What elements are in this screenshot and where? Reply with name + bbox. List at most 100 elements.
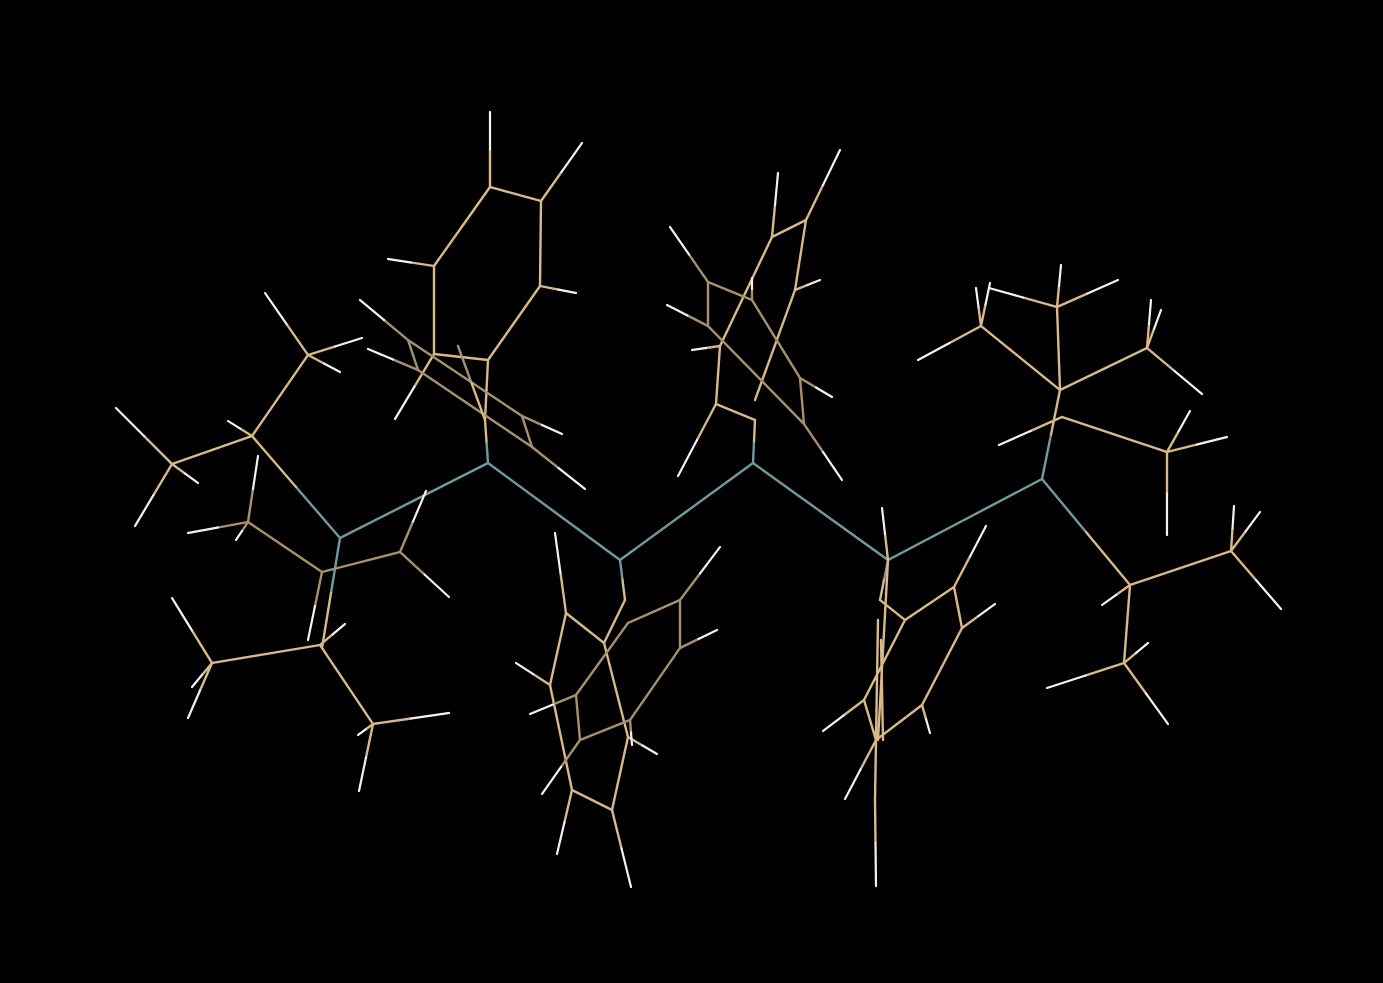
bond-111-b: [968, 524, 988, 558]
bond-48-b: [366, 347, 395, 361]
bond-26-b: [186, 689, 202, 720]
bond-116-a: [881, 558, 890, 652]
bond-90-b: [555, 820, 566, 856]
bond-143-b: [1231, 504, 1236, 530]
bond-10-b: [752, 418, 757, 443]
bond-67-b: [821, 148, 842, 187]
bond-47-a: [382, 318, 410, 342]
bond-60-a: [734, 410, 757, 422]
bond-26-a: [198, 661, 214, 692]
bond-130-a: [1055, 292, 1089, 309]
bond-122-b: [1055, 305, 1060, 350]
bond-33-a: [432, 225, 464, 268]
bond-47-b: [358, 298, 386, 322]
bond-64-a: [799, 218, 808, 257]
bond-105-a: [903, 602, 931, 622]
bond-144-b: [1134, 641, 1150, 655]
bond-78-a: [802, 422, 825, 454]
bond-101-a: [551, 693, 578, 706]
bond-98-b: [603, 718, 632, 732]
bond-117-b: [880, 506, 887, 536]
bond-57-a: [246, 487, 255, 524]
bond-83-a: [556, 611, 568, 651]
bond-95-b: [628, 682, 657, 722]
bond-67-a: [804, 183, 825, 222]
bond-24-a: [318, 633, 334, 647]
bond-18-b: [114, 406, 146, 438]
bond-8-b: [1084, 530, 1132, 587]
bond-140-b: [1100, 593, 1118, 607]
bond-51-b: [470, 381, 487, 422]
bond-100-a: [678, 637, 700, 650]
bond-105-b: [928, 585, 956, 605]
bond-107-a: [940, 626, 964, 668]
bond-70-a: [704, 344, 722, 350]
bond-45-b: [520, 414, 529, 433]
bond-78-b: [821, 450, 844, 482]
bond-53-b: [359, 550, 402, 564]
bond-144-a: [1122, 651, 1138, 665]
bond-63-a: [770, 227, 791, 239]
bond-73-a: [706, 324, 758, 377]
bond-120-b: [880, 688, 885, 742]
bond-36-b: [486, 321, 516, 362]
bond-113-b: [924, 717, 932, 735]
bond-115-a: [859, 738, 878, 771]
bond-18-a: [142, 434, 174, 466]
bond-112-a: [960, 614, 980, 630]
bond-113-a: [920, 703, 928, 721]
bond-7-b: [1049, 388, 1062, 436]
bond-140-a: [1114, 583, 1132, 597]
bond-19-a: [152, 462, 174, 497]
bond-52-b: [283, 545, 324, 574]
bond-59-a: [313, 570, 324, 608]
bond-77-a: [686, 314, 710, 328]
bond-134-a: [1145, 322, 1151, 350]
bond-74-a: [800, 399, 806, 426]
bond-58-b: [234, 529, 244, 542]
bond-126-b: [916, 341, 951, 362]
bond-57-b: [251, 454, 260, 491]
bond-77-b: [665, 303, 689, 317]
bond-88-b: [553, 531, 562, 575]
bond-63-b: [787, 218, 808, 230]
bond-23-a: [318, 643, 348, 686]
bond-20-a: [170, 462, 187, 475]
bond-7-a: [1040, 433, 1053, 481]
bond-128-a: [979, 303, 987, 328]
bond-17-a: [285, 322, 310, 357]
bond-27-b: [190, 673, 204, 689]
bond-13-b: [278, 353, 310, 397]
bond-127-b: [974, 286, 980, 309]
bond-99-a: [678, 572, 702, 602]
bond-59-b: [306, 604, 317, 642]
bond-11-b: [621, 578, 627, 602]
bond-146-a: [1122, 661, 1148, 695]
bond-139-a: [1125, 583, 1132, 626]
bond-42-b: [393, 385, 416, 421]
bond-51-a: [456, 344, 473, 385]
bond-141-a: [1229, 530, 1247, 553]
bond-76-a: [687, 253, 710, 284]
bond-34-a: [488, 185, 517, 196]
bond-37-a: [485, 358, 490, 392]
bond-43-b: [411, 353, 420, 372]
bond-28-b: [409, 711, 451, 720]
bond-119-b: [874, 841, 878, 888]
bond-61-a: [714, 373, 720, 406]
bond-15-b: [333, 336, 364, 348]
bond-87-b: [602, 641, 618, 692]
bond-126-a: [948, 324, 983, 345]
bond-138-b: [1179, 549, 1233, 570]
bond-56-b: [186, 526, 220, 535]
bond-117-a: [883, 532, 890, 562]
bond-97-a: [574, 693, 580, 719]
bond-110-b: [883, 618, 907, 662]
bond-0-a: [338, 499, 416, 540]
bond-69-b: [676, 438, 699, 478]
bond-124-a: [1060, 415, 1116, 436]
bond-66-b: [773, 171, 780, 207]
bond-45-a: [525, 430, 534, 449]
bond-112-b: [977, 602, 997, 618]
